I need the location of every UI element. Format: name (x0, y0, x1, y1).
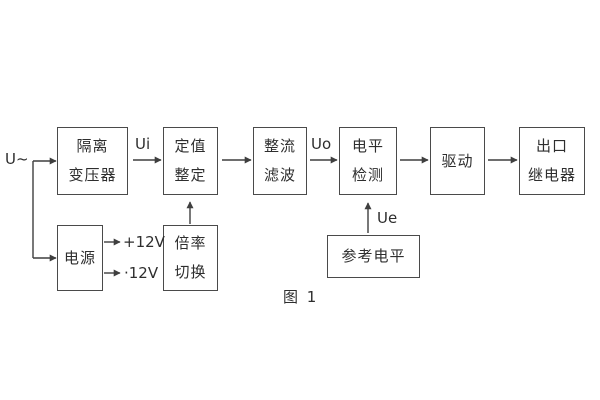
block-label: 继电器 (527, 166, 576, 184)
block-setting: 定值 整定 (163, 127, 218, 195)
label-input-voltage: U~ (5, 150, 29, 168)
figure-caption: 图 1 (283, 288, 319, 306)
label-rail-negative: ·12V (124, 264, 159, 282)
block-label: 变压器 (68, 166, 117, 184)
block-ratio-switch: 倍率 切换 (163, 225, 218, 291)
block-drive: 驱动 (430, 127, 485, 195)
block-power-supply: 电源 (57, 225, 103, 291)
block-label: 电源 (63, 248, 96, 267)
block-label: 整定 (174, 166, 207, 184)
block-label: 检测 (351, 166, 384, 184)
block-level-detection: 电平 检测 (339, 127, 397, 195)
block-label: 电平 (351, 137, 384, 155)
block-isolation-transformer: 隔离 变压器 (57, 127, 128, 195)
block-label: 参考电平 (341, 247, 406, 265)
block-label: 出口 (535, 137, 568, 155)
block-reference-level: 参考电平 (327, 235, 420, 278)
label-rail-positive: +12V (123, 233, 165, 251)
label-uo: Uo (311, 135, 332, 153)
label-ue: Ue (377, 209, 398, 227)
block-rectifier-filter: 整流 滤波 (253, 127, 307, 195)
block-label: 定值 (174, 137, 207, 155)
block-label: 切换 (174, 263, 207, 281)
block-label: 隔离 (76, 137, 109, 155)
block-label: 驱动 (441, 151, 474, 170)
block-label: 滤波 (263, 166, 296, 184)
block-label: 整流 (263, 137, 296, 155)
block-output-relay: 出口 继电器 (519, 127, 585, 195)
label-ui: Ui (135, 135, 151, 153)
block-label: 倍率 (174, 234, 207, 252)
